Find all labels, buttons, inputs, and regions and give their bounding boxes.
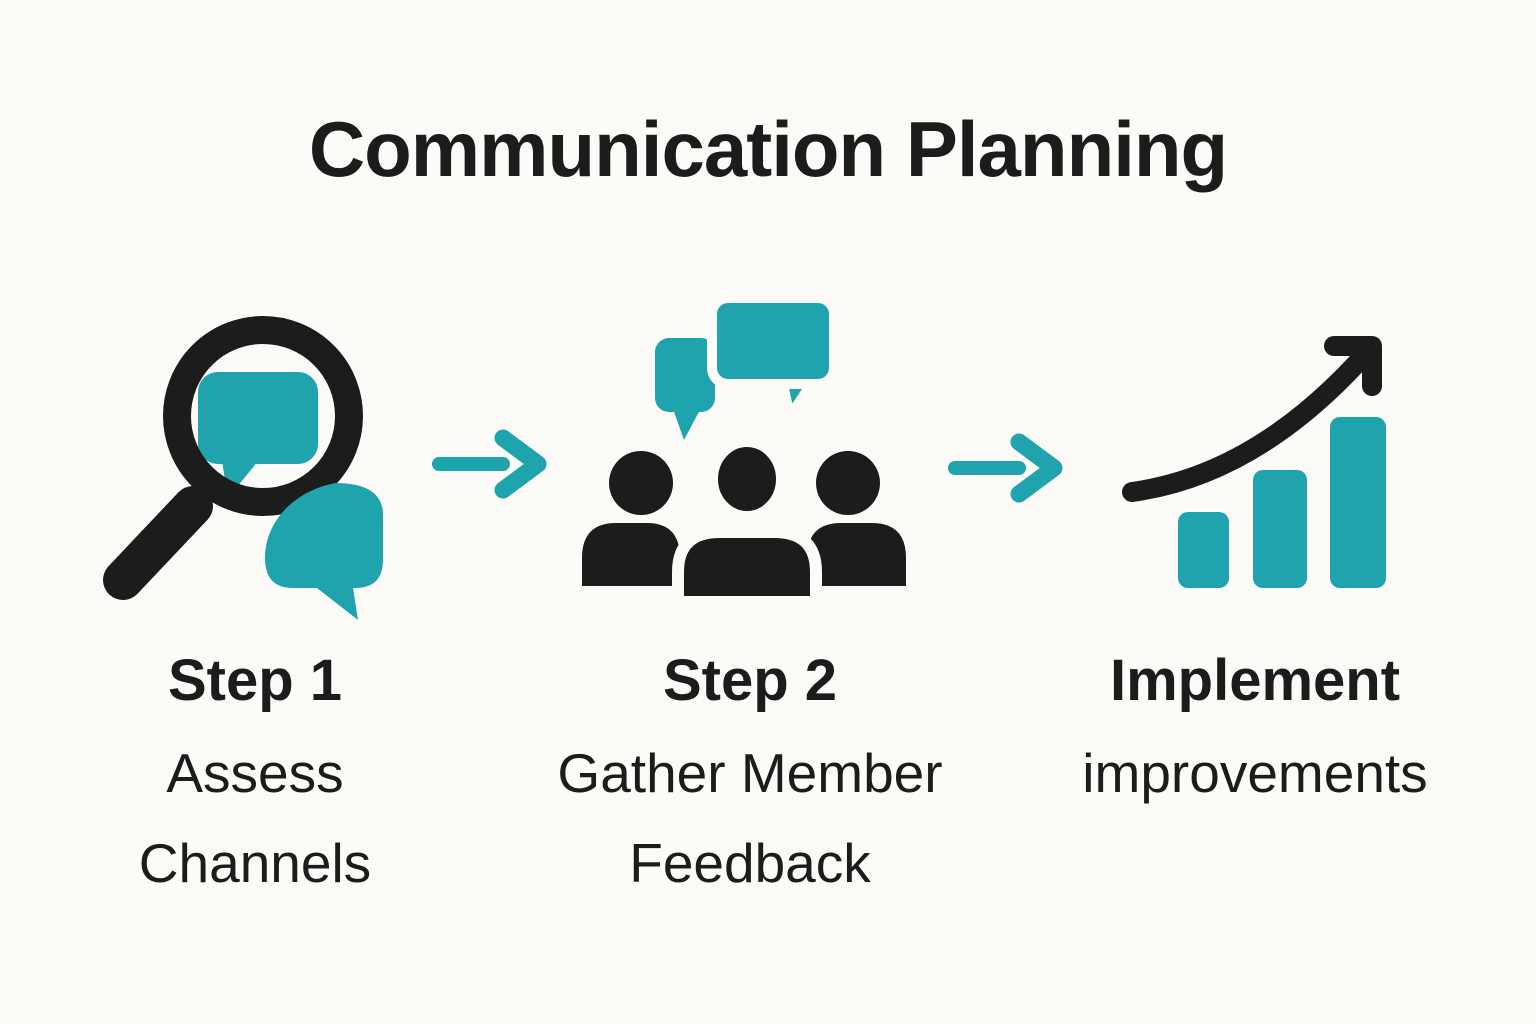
people-discussion-icon bbox=[560, 280, 920, 620]
step2-label: Step 2 bbox=[662, 648, 838, 713]
step1-label: Step 1 bbox=[167, 648, 343, 713]
step1-description-line2: Channels bbox=[138, 832, 372, 894]
step2-description-line1: Gather Member bbox=[557, 742, 943, 804]
growth-bars-icon bbox=[1110, 320, 1410, 600]
arrow-right-icon bbox=[944, 432, 1066, 509]
step3-description-line1: improvements bbox=[1082, 742, 1428, 804]
step1-description-line1: Assess bbox=[166, 742, 344, 804]
step2-description-line2: Feedback bbox=[629, 832, 871, 894]
magnifier-chat-icon bbox=[95, 300, 415, 640]
page-title: Communication Planning bbox=[308, 105, 1228, 193]
step3-label: Implement bbox=[1109, 648, 1401, 713]
arrow-right-icon bbox=[428, 428, 550, 505]
